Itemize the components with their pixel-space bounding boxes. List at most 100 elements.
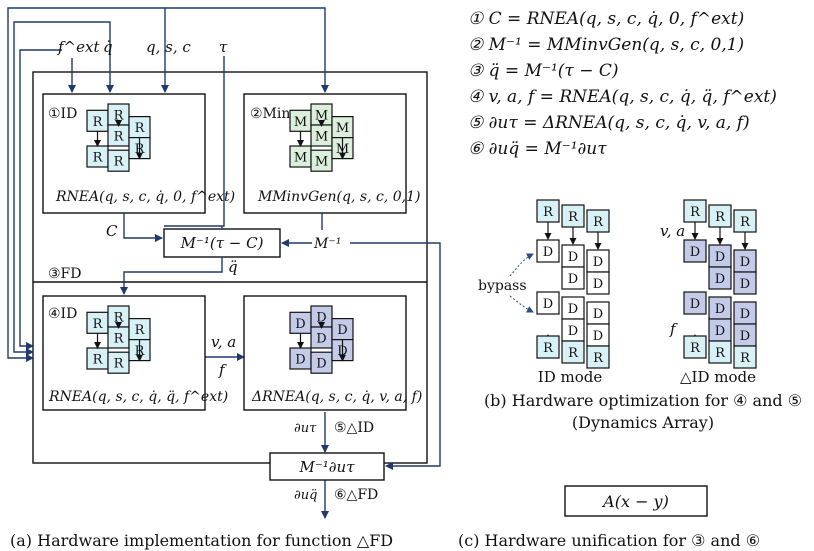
arr-did-unit-c1-r0: R <box>708 204 732 228</box>
id1-unit-5-label: R <box>135 121 146 136</box>
arr-id-unit-c0-r0-label: R <box>543 205 554 220</box>
formula-3: ③ q̈ = M⁻¹(τ − C) <box>468 61 619 81</box>
arr-id-unit-c2-r5-label: R <box>593 351 604 366</box>
arr-did-unit-c0-r0: R <box>683 199 707 223</box>
id1-unit-0: R <box>86 109 109 132</box>
did5-unit-3: D <box>310 326 333 349</box>
id4-unit-0-label: R <box>93 317 104 332</box>
minv2-func: MMinvGen(q, s, c, 0,1) <box>257 189 420 205</box>
arr-did-unit-c1-r2: D <box>708 266 732 290</box>
caption-c: (c) Hardware unification for ③ and ⑥ <box>458 531 760 550</box>
id1-unit-5: R <box>128 115 151 139</box>
arr-id-unit-c1-r2-label: D <box>568 272 578 287</box>
minv2-unit-1: M <box>289 145 312 168</box>
did5-unit-5-label: D <box>337 323 347 338</box>
arr-did-unit-c0-r0-label: R <box>690 205 701 220</box>
did5-unit-4-label: D <box>316 357 326 372</box>
did5-unit-1: D <box>289 347 312 370</box>
arr-id-unit-c2-r3-label: D <box>593 307 603 322</box>
minv2-unit-5: M <box>331 115 354 139</box>
arr-did-unit-c2-r3: D <box>733 301 757 325</box>
arr-did-unit-c2-r0-label: R <box>740 215 751 230</box>
arr-did-unit-c2-r0: R <box>733 209 757 233</box>
bypass-arrow-bottom <box>509 295 534 313</box>
did5-func: ΔRNEA(q, s, c, q̇, v, a, f) <box>251 389 422 405</box>
arr-id-unit-c1-r0-label: R <box>568 210 579 225</box>
minv2-unit-1-label: M <box>294 151 307 166</box>
id4-unit-0: R <box>86 311 109 334</box>
qddot-arrow <box>120 257 223 295</box>
did5-tag: ⑤△ID <box>334 420 374 436</box>
did5-unit-2: D <box>310 305 333 328</box>
formula-2: ② M⁻¹ = MMinvGen(q, s, c, 0,1) <box>468 35 744 55</box>
minv2-unit-0: M <box>289 109 312 132</box>
arr-did-unit-c0-r5: R <box>683 335 707 359</box>
minv-long <box>350 242 441 470</box>
id4-unit-6-label: R <box>135 344 146 359</box>
arr-did-unit-c1-r3: D <box>708 296 732 320</box>
minv2-unit-5-label: M <box>336 121 349 136</box>
arr-id-unit-c2-r4: D <box>586 323 610 347</box>
did5-unit-5: D <box>331 318 354 341</box>
c-arrow <box>123 213 163 242</box>
arr-did-unit-c0-r5-label: R <box>690 341 701 356</box>
fd-op-box <box>163 228 281 258</box>
minv2-unit-2-label: M <box>315 109 328 124</box>
final-op-box <box>269 452 385 481</box>
arr-did-unit-c0-r1: D <box>683 239 707 263</box>
arr-did-unit-c1-r5-label: R <box>715 346 726 361</box>
id4-unit-2: R <box>107 305 130 328</box>
id1-unit-1-label: R <box>93 151 104 166</box>
minv2-unit-3-label: M <box>315 130 328 145</box>
minv2-unit-2: M <box>310 103 333 126</box>
arr-id-unit-c2-r0: R <box>586 209 610 233</box>
did5-unit-0-label: D <box>295 317 305 332</box>
arr-id-unit-c2-r2-label: D <box>593 277 603 292</box>
minv2-unit-4-label: M <box>315 155 328 170</box>
signal-dqddot: ∂uq̈ <box>294 488 317 503</box>
arr-did-unit-c2-r1-label: D <box>740 255 750 270</box>
did-mode-label: △ID mode <box>680 368 756 386</box>
input-qdot: q̇ <box>103 38 113 56</box>
arr-id-unit-c2-r4-label: D <box>593 329 603 344</box>
arr-did-unit-c2-r2: D <box>733 271 757 295</box>
arr-did-unit-c1-r4-label: D <box>715 324 725 339</box>
final-op-text: M⁻¹∂uτ <box>298 458 355 476</box>
arr-did-unit-c1-r5: R <box>708 340 732 364</box>
unify-box <box>564 485 708 517</box>
caption-b1: (b) Hardware optimization for ④ and ⑤ <box>484 391 802 410</box>
arr-id-unit-c0-r1-label: D <box>543 245 553 260</box>
array-va-label: v, a <box>660 222 685 240</box>
input-qsc: q, s, c <box>146 38 191 56</box>
id1-unit-3-label: R <box>114 130 125 145</box>
arr-did-unit-c2-r5-label: R <box>740 351 751 366</box>
id1-unit-4: R <box>107 149 130 172</box>
caption-b2: (Dynamics Array) <box>572 413 714 432</box>
arr-did-unit-c1-r0-label: R <box>715 210 726 225</box>
did5-unit-0: D <box>289 311 312 334</box>
arr-did-unit-c1-r1-label: D <box>715 250 725 265</box>
arr-did-unit-c0-r3: D <box>683 291 707 315</box>
arr-did-unit-c2-r5: R <box>733 345 757 369</box>
arr-did-unit-c1-r1: D <box>708 244 732 268</box>
arr-id-unit-c1-r1: D <box>561 244 585 268</box>
id1-unit-2-label: R <box>114 109 125 124</box>
arr-did-unit-c2-r4: D <box>733 323 757 347</box>
arr-did-unit-c0-r1-label: D <box>690 245 700 260</box>
id4-unit-3: R <box>107 326 130 349</box>
id1-tag: ①ID <box>48 106 77 122</box>
id4-func: RNEA(q, s, c, q̇, q̈, f^ext) <box>48 389 228 405</box>
arr-did-unit-c2-r4-label: D <box>740 329 750 344</box>
arr-id-unit-c2-r2: D <box>586 271 610 295</box>
arr-did-unit-c1-r2-label: D <box>715 272 725 287</box>
arr-id-unit-c1-r1-label: D <box>568 250 578 265</box>
did5-unit-2-label: D <box>316 311 326 326</box>
arr-id-unit-c2-r1-label: D <box>593 255 603 270</box>
